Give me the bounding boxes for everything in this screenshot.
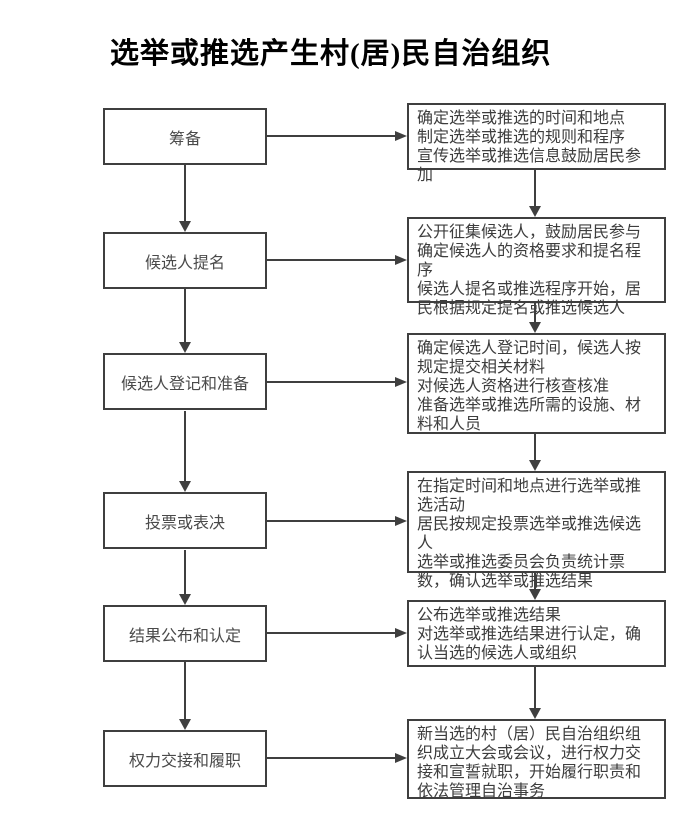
connector-stage4-stage5	[184, 550, 186, 594]
connector-detail5-detail6	[534, 667, 536, 708]
detail-box-results: 公布选举或推选结果 对选举或推选结果进行认定，确认当选的候选人或组织	[407, 600, 666, 667]
detail-box-nomination: 公开征集候选人，鼓励居民参与 确定候选人的资格要求和提名程序 候选人提名或推选程…	[407, 217, 666, 317]
connector-stage1-stage2	[184, 165, 186, 221]
arrow-head-down	[179, 221, 191, 232]
arrow-head-down	[529, 206, 541, 217]
arrow-head-down	[179, 342, 191, 353]
stage-box-results: 结果公布和认定	[103, 605, 267, 662]
stage-box-nomination: 候选人提名	[103, 232, 267, 289]
arrow-head-down	[179, 594, 191, 605]
arrow-head-right	[395, 131, 407, 141]
detail-box-registration: 确定候选人登记时间，候选人按规定提交相关材料 对候选人资格进行核查核准 准备选举…	[407, 333, 666, 434]
stage-label: 候选人登记和准备	[120, 375, 249, 393]
stage-label: 候选人提名	[144, 254, 225, 272]
connector-detail4-detail5	[534, 573, 536, 589]
stage-label: 筹备	[168, 130, 201, 148]
connector-stage2-stage3	[184, 289, 186, 342]
connector-stage1-detail1	[267, 135, 395, 137]
stage-box-handover: 权力交接和履职	[103, 730, 267, 787]
arrow-head-down	[529, 708, 541, 719]
stage-box-voting: 投票或表决	[103, 492, 267, 549]
arrow-head-right	[395, 377, 407, 387]
connector-stage3-detail3	[267, 381, 395, 383]
connector-stage2-detail2	[267, 259, 395, 261]
connector-detail1-detail2	[534, 170, 536, 206]
arrow-head-right	[395, 516, 407, 526]
detail-box-handover: 新当选的村（居）民自治组织组织成立大会或会议，进行权力交接和宣誓就职，开始履行职…	[407, 719, 666, 800]
arrow-head-down	[179, 481, 191, 492]
stage-box-registration: 候选人登记和准备	[103, 353, 267, 410]
arrow-head-down	[179, 719, 191, 730]
connector-stage5-detail5	[267, 632, 395, 634]
connector-stage5-stage6	[184, 661, 186, 719]
connector-stage6-detail6	[267, 757, 395, 759]
arrow-head-down	[529, 589, 541, 600]
connector-detail2-detail3	[534, 303, 536, 322]
arrow-head-right	[395, 628, 407, 638]
stage-box-preparation: 筹备	[103, 108, 267, 165]
connector-stage3-stage4	[184, 411, 186, 481]
arrow-head-down	[529, 460, 541, 471]
stage-label: 结果公布和认定	[128, 627, 241, 645]
stage-label: 权力交接和履职	[128, 752, 241, 770]
detail-box-voting: 在指定时间和地点进行选举或推选活动 居民按规定投票选举或推选候选人 选举或推选委…	[407, 471, 666, 590]
detail-box-preparation: 确定选举或推选的时间和地点 制定选举或推选的规则和程序 宣传选举或推选信息鼓励居…	[407, 103, 666, 184]
stage-label: 投票或表决	[144, 514, 225, 532]
connector-detail3-detail4	[534, 434, 536, 460]
arrow-head-right	[395, 255, 407, 265]
diagram-title: 选举或推选产生村(居)民自治组织	[110, 38, 552, 70]
arrow-head-down	[529, 322, 541, 333]
arrow-head-right	[395, 753, 407, 763]
connector-stage4-detail4	[267, 520, 395, 522]
